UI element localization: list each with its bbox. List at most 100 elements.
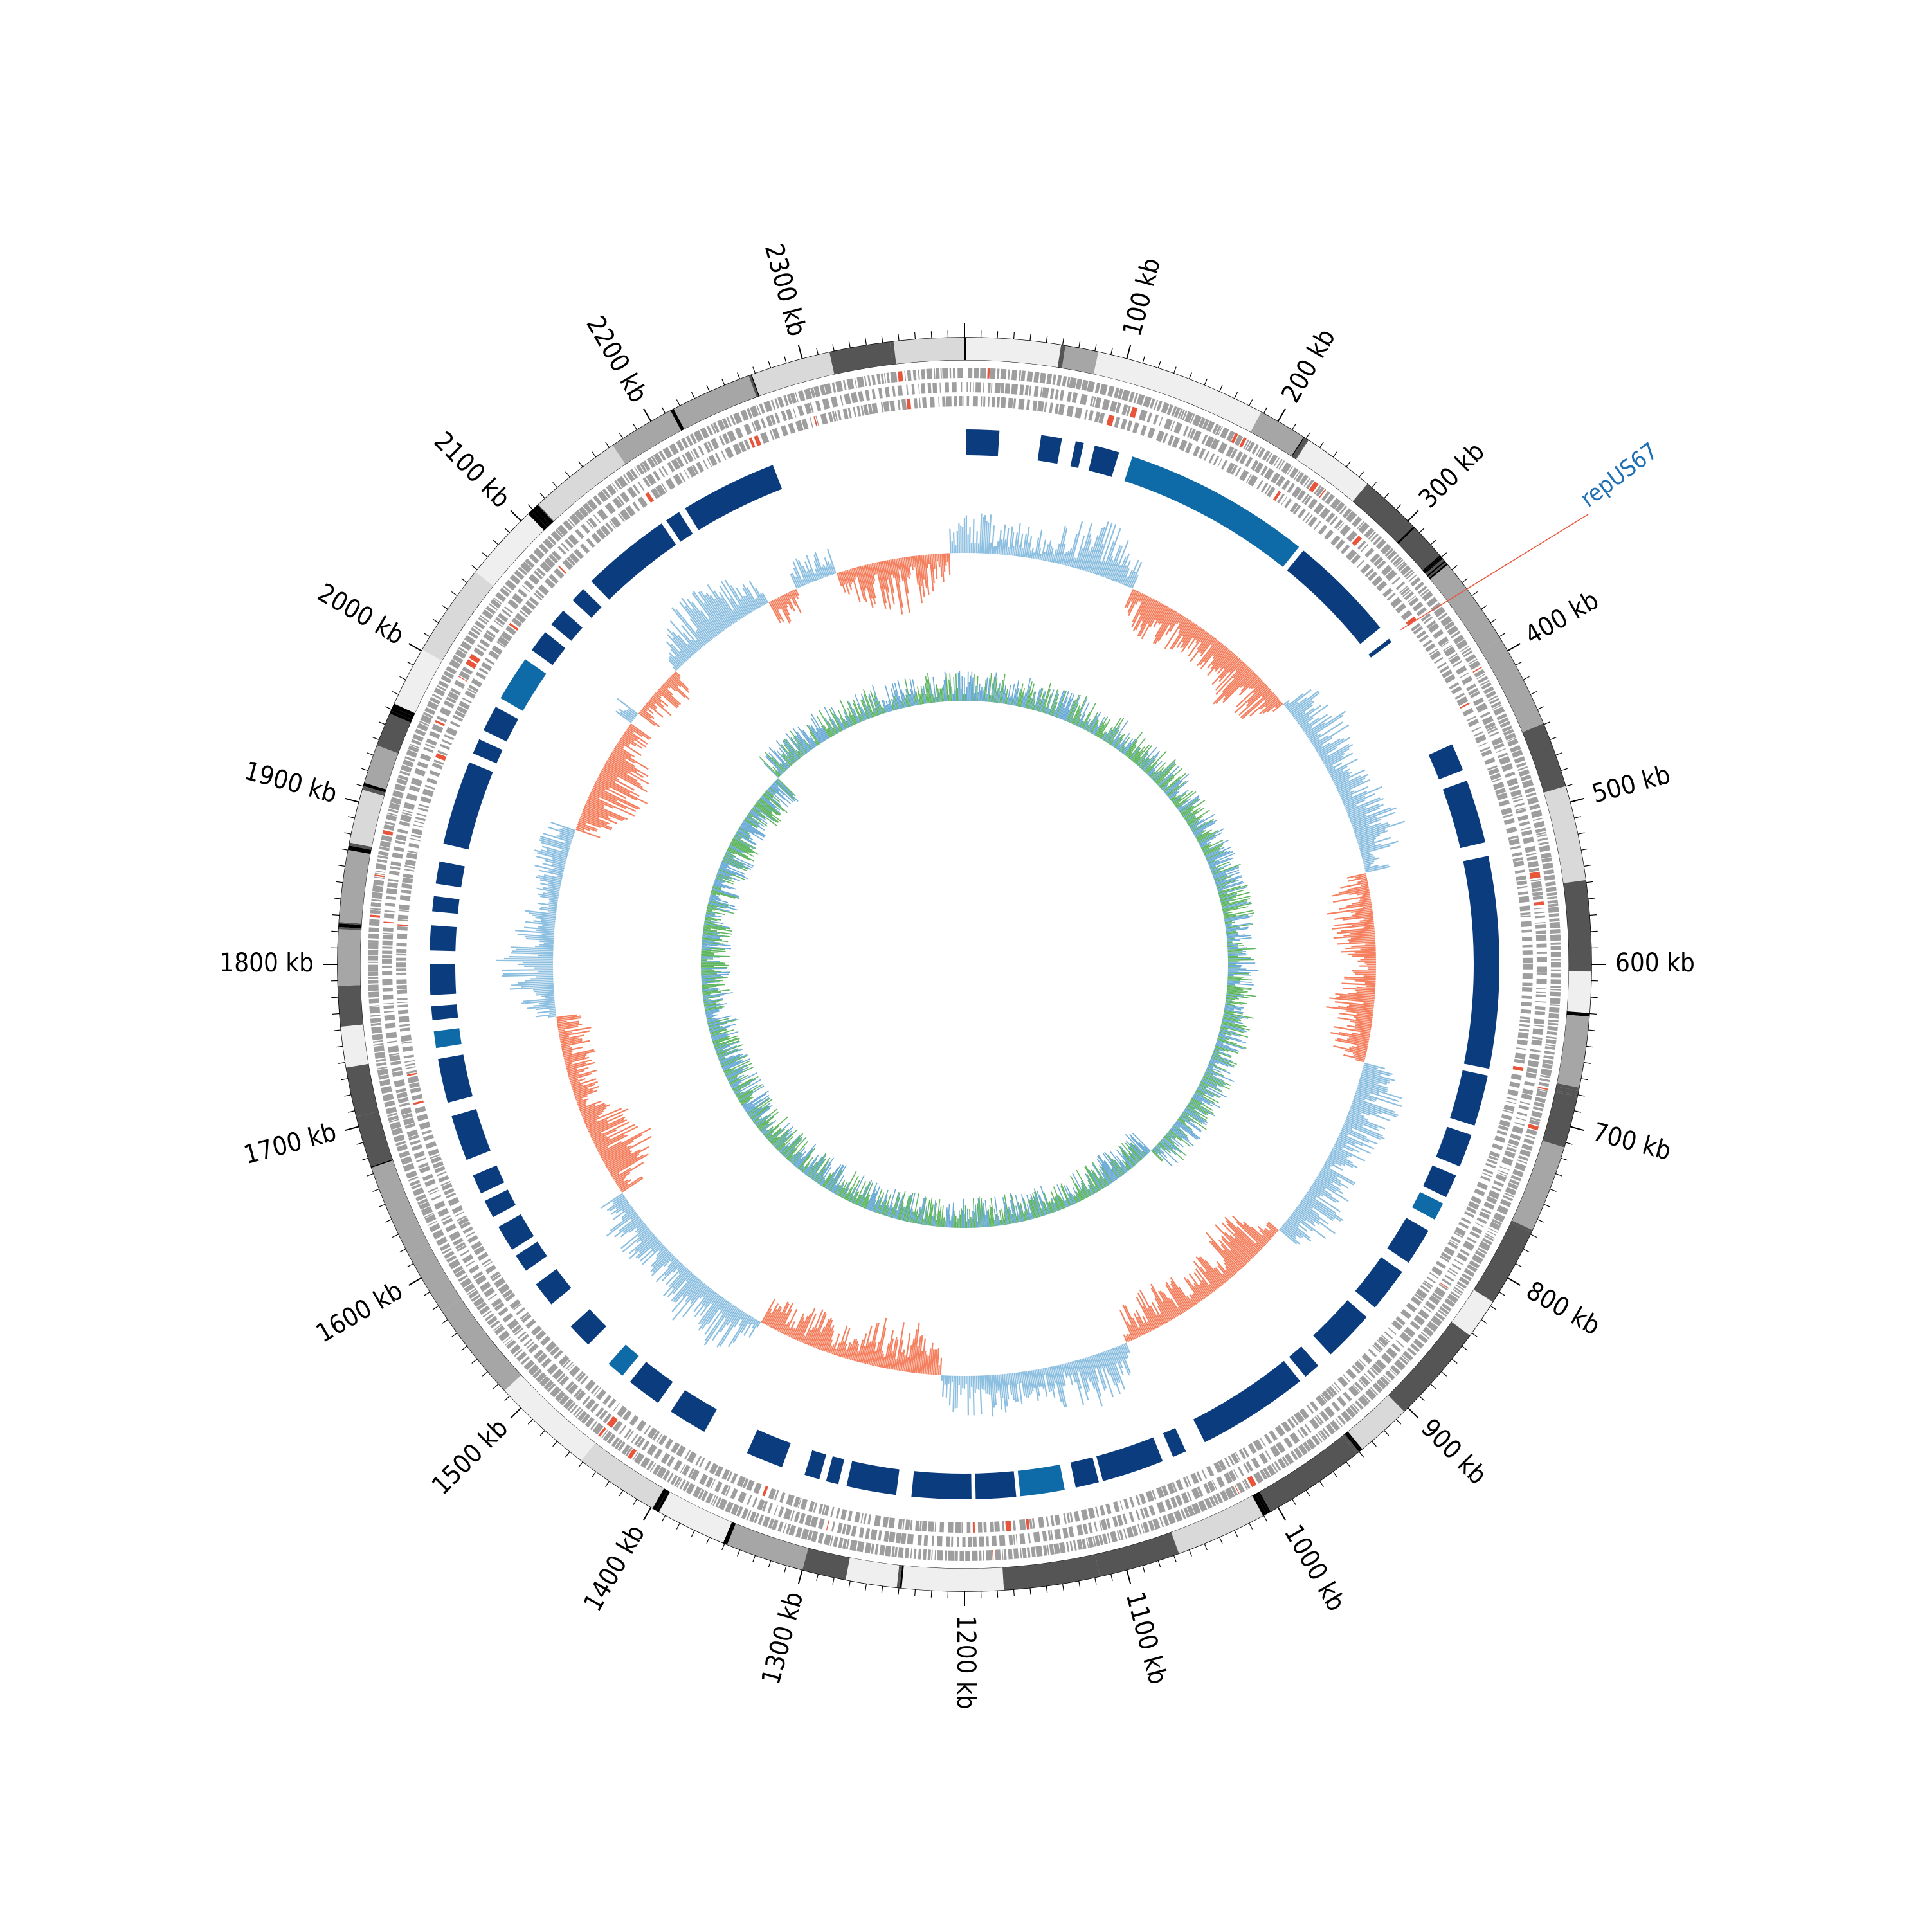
gc-content-histogram (496, 514, 1405, 1417)
scale-tick (1095, 345, 1096, 352)
scale-tick (1584, 1063, 1591, 1064)
region-block (485, 1189, 516, 1217)
cds-feature (1520, 1101, 1530, 1105)
cds-feature (410, 1140, 421, 1146)
cds-feature (1523, 1138, 1534, 1145)
cds-feature (840, 395, 843, 406)
cds-feature (422, 1130, 432, 1135)
cds-feature (368, 991, 379, 997)
cds-feature (1129, 1497, 1134, 1507)
region-block (1071, 441, 1084, 468)
scale-tick (915, 1589, 916, 1596)
cds-feature (416, 1157, 426, 1162)
region-block (436, 862, 465, 887)
cds-feature (375, 871, 385, 873)
scale-tick (662, 407, 666, 413)
cds-feature (372, 1034, 383, 1040)
scale-tick (528, 505, 533, 510)
cds-feature (889, 401, 895, 411)
region-block (552, 611, 583, 641)
cds-feature (975, 382, 981, 392)
cds-feature (1518, 891, 1528, 895)
cds-feature (810, 417, 813, 428)
cds-feature (404, 869, 414, 872)
skew-bar (1227, 943, 1233, 944)
cds-feature (387, 882, 398, 888)
cds-feature (892, 386, 896, 397)
cds-feature (1521, 827, 1531, 831)
cds-feature (1517, 1112, 1527, 1116)
cds-feature (373, 1043, 383, 1046)
cds-feature (1088, 410, 1094, 421)
cds-feature (1549, 913, 1559, 917)
cds-feature (397, 1002, 408, 1003)
cds-feature (1471, 727, 1481, 732)
cds-feature (429, 731, 440, 739)
scale-tick (1507, 644, 1520, 651)
cds-feature (413, 824, 424, 828)
cds-feature (1544, 1051, 1555, 1055)
gc-bar (1357, 988, 1375, 989)
gc-bar (927, 555, 928, 568)
scale-tick (367, 753, 374, 755)
cds-feature (1519, 1105, 1530, 1111)
cds-feature (730, 1488, 738, 1499)
gc-bar (980, 1376, 981, 1414)
cds-feature (1002, 1521, 1004, 1531)
scale-tick (662, 1515, 666, 1522)
cds-feature (983, 397, 986, 407)
scale-tick (1530, 692, 1537, 695)
cds-feature (1348, 1386, 1359, 1397)
cds-feature (1528, 1060, 1539, 1067)
cds-feature (901, 1533, 907, 1544)
cds-feature (922, 397, 927, 408)
cds-feature (1324, 530, 1334, 540)
scale-tick (898, 1588, 899, 1595)
cds-feature (1019, 1533, 1025, 1544)
cds-feature (1535, 922, 1546, 924)
gc-bar (525, 980, 554, 981)
skew-bar (951, 1216, 952, 1228)
cds-feature (1515, 1052, 1526, 1060)
scale-tick (644, 1507, 651, 1520)
cds-feature (926, 368, 932, 379)
cds-feature (423, 1134, 434, 1141)
scale-tick (1516, 1263, 1522, 1267)
cds-feature (1498, 1170, 1508, 1175)
cds-feature (1401, 610, 1413, 620)
cds-feature (953, 368, 955, 378)
cds-feature (1512, 1126, 1523, 1134)
cds-feature (1533, 896, 1544, 900)
cds-feature (389, 871, 400, 876)
cds-feature (1474, 1189, 1485, 1196)
cds-feature (415, 817, 426, 821)
gc-bar (944, 554, 945, 572)
cds-feature (848, 408, 852, 418)
scale-tick (1472, 1333, 1478, 1337)
scale-tick (738, 372, 740, 379)
cds-feature (1510, 845, 1521, 850)
cds-feature (368, 977, 378, 979)
cds-feature (1530, 1049, 1541, 1053)
scale-tick (722, 1544, 725, 1550)
cds-feature (1020, 1548, 1022, 1558)
gc-bar (1013, 546, 1014, 556)
cds-feature (922, 1521, 927, 1532)
scale-tick (482, 553, 487, 557)
cds-feature (397, 989, 407, 994)
cds-feature (844, 393, 851, 404)
gc-bar (533, 989, 554, 990)
cds-feature (373, 880, 384, 886)
cds-feature (1298, 509, 1306, 519)
region-block (1287, 550, 1381, 644)
scale-tick (1046, 1586, 1047, 1593)
cds-feature (957, 368, 963, 378)
cds-feature (1027, 371, 1033, 382)
cds-feature (978, 1522, 983, 1533)
cds-feature (444, 734, 454, 740)
gc-skew-histogram (701, 671, 1258, 1228)
cds-feature (1463, 1241, 1475, 1251)
cds-feature (1514, 756, 1525, 764)
cds-feature (1088, 1508, 1096, 1519)
cds-feature (1121, 419, 1127, 429)
